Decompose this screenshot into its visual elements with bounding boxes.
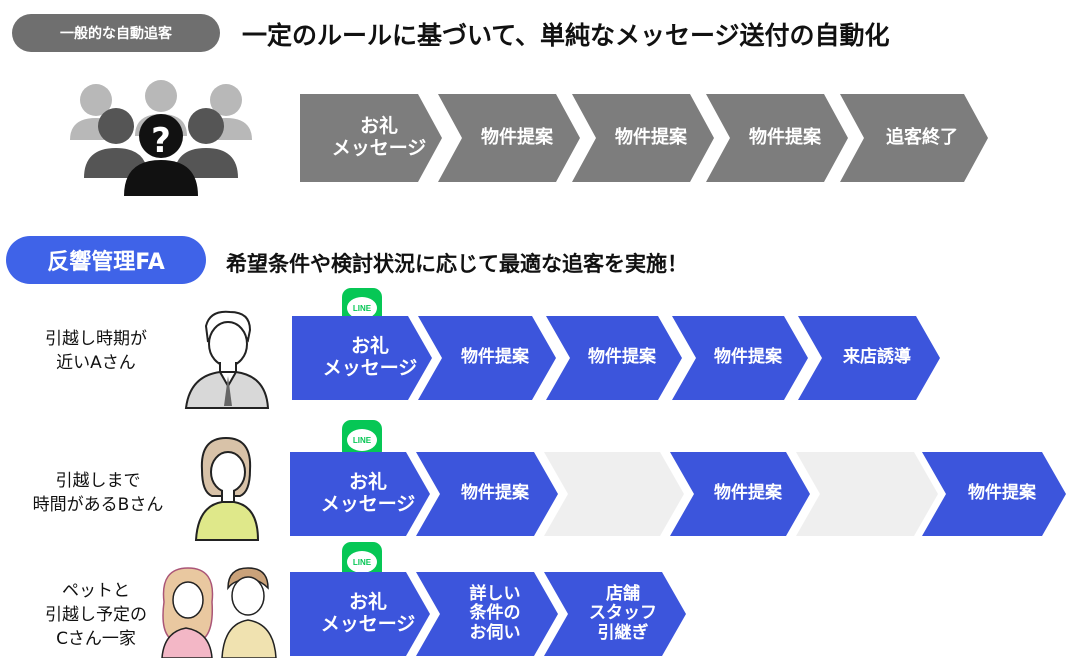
b-step-property-3: 物件提案 [922, 452, 1066, 536]
a-step-visit: 来店誘導 [798, 316, 940, 400]
a-step-property-1: 物件提案 [418, 316, 556, 400]
persona-a-label: 引越し時期が 近いAさん [45, 329, 147, 373]
b-step-wait-2 [796, 452, 938, 536]
b-step-property-2: 物件提案 [670, 452, 810, 536]
general-headline: 一定のルールに基づいて、単純なメッセージ送付の自動化 [242, 21, 890, 50]
c-step-hearing: 詳しい 条件の お伺い [416, 572, 558, 656]
a-step-thanks: お礼 メッセージ [292, 316, 432, 400]
fa-headline: 希望条件や検討状況に応じて最適な追客を実施！ [226, 252, 688, 276]
top-step-property-3: 物件提案 [706, 94, 848, 182]
persona-c-label: ペットと 引越し予定の Cさん一家 [45, 581, 147, 649]
top-step-property-1: 物件提案 [438, 94, 580, 182]
general-badge: 一般的な自動追客 [12, 14, 220, 52]
top-step-thanks: お礼 メッセージ [300, 94, 442, 182]
c-step-thanks: お礼 メッセージ [290, 572, 430, 656]
persona-b-label: 引越しまで 時間があるBさん [32, 471, 164, 515]
b-step-thanks: お礼 メッセージ [290, 452, 430, 536]
family-illustration [161, 567, 277, 658]
top-step-end: 追客終了 [840, 94, 988, 182]
woman-illustration [194, 436, 260, 541]
b-step-wait-1 [544, 452, 684, 536]
b-step-property-1: 物件提案 [416, 452, 558, 536]
c-step-handover: 店舗 スタッフ 引継ぎ [544, 572, 686, 656]
svg-text:?: ? [151, 121, 171, 161]
a-step-property-3: 物件提案 [672, 316, 808, 400]
unknown-customers-icon: ? [70, 80, 252, 196]
fa-badge: 反響管理FA [6, 236, 206, 284]
man-illustration [184, 310, 270, 409]
top-step-property-2: 物件提案 [572, 94, 714, 182]
a-step-property-2: 物件提案 [546, 316, 682, 400]
